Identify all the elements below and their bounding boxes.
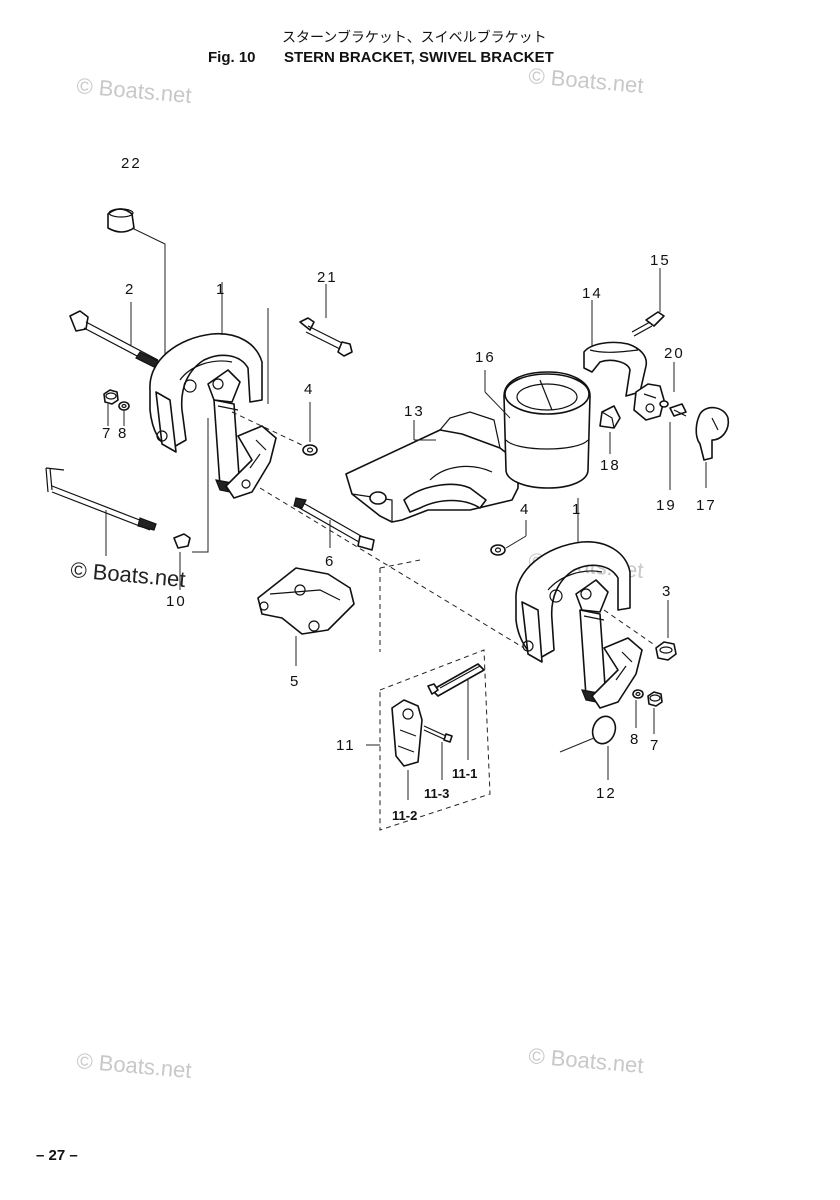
callout-7: 7 — [650, 737, 660, 754]
part-12-disk — [591, 715, 617, 745]
callout-8: 8 — [630, 731, 640, 748]
callout-11: 11 — [336, 737, 356, 754]
part-17-knob — [695, 406, 730, 461]
part-3-nut — [655, 641, 677, 661]
callout-2: 2 — [125, 281, 135, 298]
watermark: © Boats.net — [70, 557, 187, 592]
part-16-bushing — [503, 371, 591, 489]
callout-22: 22 — [121, 155, 142, 172]
part-1-stern-bracket-left — [149, 332, 277, 499]
callout-18: 18 — [600, 457, 621, 474]
part-21-shaft — [299, 317, 353, 357]
part-22-cap — [107, 208, 135, 233]
part-10-bolt — [173, 533, 191, 549]
callout-12: 12 — [596, 785, 617, 802]
callout-15: 15 — [650, 252, 671, 269]
part-11-3-screw — [423, 725, 453, 743]
callout-1: 1 — [216, 281, 226, 298]
part-tilt-rod — [45, 467, 157, 531]
callout-6: 6 — [325, 553, 335, 570]
callout-10: 10 — [166, 593, 187, 610]
part-1-stern-bracket-right — [515, 541, 643, 709]
part-14-collar — [583, 341, 648, 397]
part-19-bolt — [669, 403, 687, 417]
figure-label: Fig. 10 — [208, 49, 256, 66]
part-15-screw — [631, 311, 665, 337]
callout-16: 16 — [475, 349, 496, 366]
watermark: © Boats.net — [76, 73, 193, 108]
callout-21: 21 — [317, 269, 338, 286]
part-4-washer-lower — [490, 544, 506, 556]
callout-19: 19 — [656, 497, 677, 514]
part-13-swivel-bracket — [345, 411, 519, 523]
page-number: – 27 – — [36, 1147, 78, 1164]
part-4-washer-upper — [302, 444, 318, 456]
figure-title: STERN BRACKET, SWIVEL BRACKET — [284, 49, 554, 66]
callout-17: 17 — [696, 497, 717, 514]
watermark: © Boats.net — [528, 1043, 645, 1078]
callout-14: 14 — [582, 285, 603, 302]
part-2-bolt — [69, 310, 161, 369]
part-8-washer-left — [118, 401, 130, 411]
callout-7: 7 — [102, 425, 112, 442]
watermark: © Boats.net — [528, 63, 645, 98]
callout-20: 20 — [664, 345, 685, 362]
title-japanese: スターンブラケット、スイベルブラケット — [282, 29, 547, 46]
part-11-1-pin — [427, 663, 485, 697]
callout-13: 13 — [404, 403, 425, 420]
part-5-thrust-plate — [257, 567, 355, 635]
callout-11-1: 11-1 — [452, 766, 477, 781]
part-6-pin — [293, 497, 375, 551]
part-8-washer-right — [632, 689, 644, 699]
part-7-nut-left — [103, 389, 119, 405]
part-11-assembly-box — [379, 649, 491, 831]
callout-1: 1 — [572, 501, 582, 518]
callout-4: 4 — [520, 501, 530, 518]
callout-11-3: 11-3 — [424, 786, 449, 801]
callout-4: 4 — [304, 381, 314, 398]
part-18-wedge — [599, 405, 621, 429]
callout-8: 8 — [118, 425, 128, 442]
part-washer-small — [659, 400, 669, 408]
part-7-nut-right — [647, 691, 663, 707]
callout-5: 5 — [290, 673, 300, 690]
callout-11-2: 11-2 — [392, 808, 417, 823]
watermark: © Boats.net — [76, 1048, 193, 1083]
callout-3: 3 — [662, 583, 672, 600]
part-11-2-lever — [391, 699, 423, 767]
part-20-clamp — [633, 383, 665, 421]
